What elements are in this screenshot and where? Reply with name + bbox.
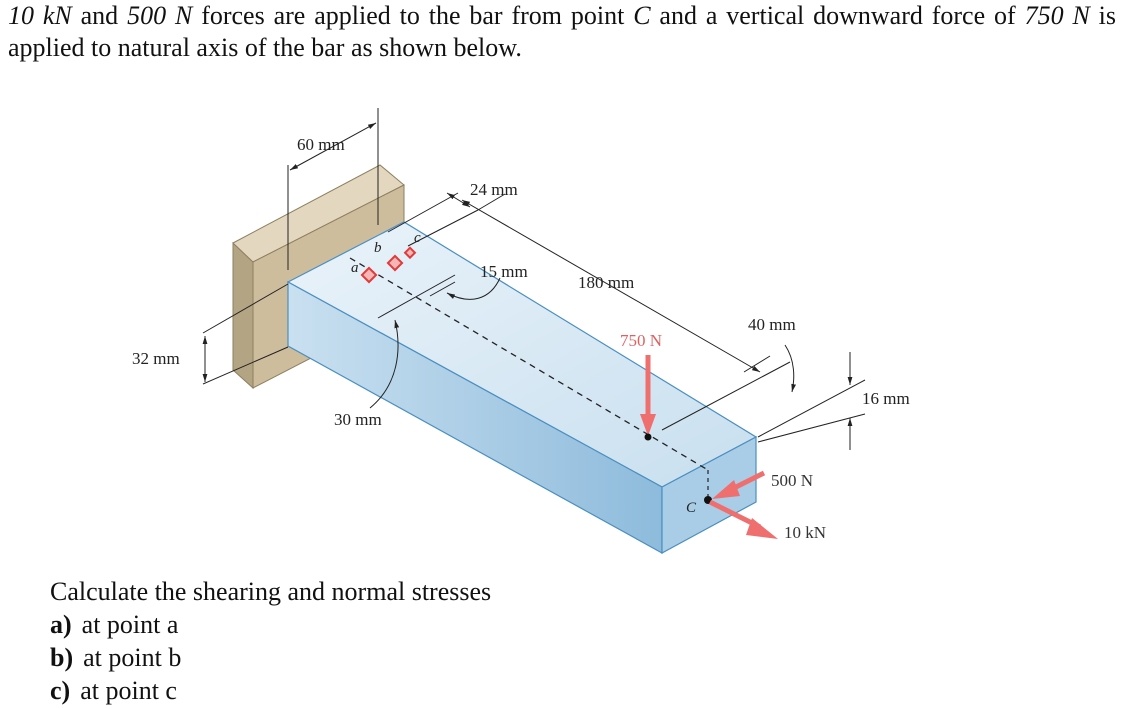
point-c-text: C bbox=[633, 1, 651, 30]
question-item-c-label: c) bbox=[50, 676, 71, 705]
point-a-label: a bbox=[351, 260, 359, 276]
question-item-b: b) at point b bbox=[50, 641, 491, 674]
dim-15mm: 15 mm bbox=[377, 262, 528, 319]
question-heading: Calculate the shearing and normal stress… bbox=[50, 577, 492, 606]
dim-40mm: 40 mm bbox=[661, 315, 797, 431]
dim-60mm-label: 60 mm bbox=[297, 135, 345, 154]
question-item-a-text: at point a bbox=[81, 610, 179, 639]
dim-60mm: 60 mm bbox=[287, 108, 379, 270]
question-item-a: a) at point a bbox=[50, 608, 491, 641]
force-750n: 750 N bbox=[620, 331, 662, 441]
dim-32mm: 32 mm bbox=[132, 283, 289, 385]
problem-statement: 10 kN and 500 N forces are applied to th… bbox=[8, 0, 1116, 64]
question-item-c-text: at point c bbox=[80, 676, 177, 705]
intro-text-1: and bbox=[71, 1, 128, 30]
force-500n: 500 N bbox=[712, 470, 813, 499]
intro-text-3: and a vertical downward force of bbox=[650, 1, 1025, 30]
force-10kn-label: 10 kN bbox=[784, 523, 826, 542]
dim-30mm-label: 30 mm bbox=[334, 410, 382, 429]
dim-16mm: 16 mm bbox=[757, 352, 910, 450]
point-c-label: c bbox=[414, 230, 421, 246]
intro-text-2: forces are applied to the bar from point bbox=[192, 1, 634, 30]
question-item-b-text: at point b bbox=[83, 643, 182, 672]
dim-32mm-label: 32 mm bbox=[132, 349, 180, 368]
point-C-label: C bbox=[686, 500, 697, 516]
force-750n-label: 750 N bbox=[620, 331, 662, 350]
force-500n-label: 500 N bbox=[771, 471, 813, 490]
force-10kn: 10 kN bbox=[708, 499, 826, 542]
bar-end-face bbox=[661, 436, 757, 555]
dim-180mm: 180 mm bbox=[461, 193, 771, 373]
intro-text-4: is applied to natural axis of the bar as… bbox=[8, 1, 1117, 62]
question-block: Calculate the shearing and normal stress… bbox=[50, 575, 491, 707]
section-points: a b c bbox=[351, 230, 421, 284]
dim-180mm-label: 180 mm bbox=[578, 273, 634, 292]
dim-16mm-label: 16 mm bbox=[862, 389, 910, 408]
point-a-marker bbox=[360, 266, 378, 284]
dim-40mm-label: 40 mm bbox=[748, 315, 796, 334]
point-c-marker bbox=[403, 246, 417, 260]
force-500n-text: 500 N bbox=[127, 1, 193, 30]
dim-24mm-label: 24 mm bbox=[470, 180, 518, 199]
dim-15mm-label: 15 mm bbox=[480, 262, 528, 281]
force-750n-application-point bbox=[644, 433, 652, 441]
point-b-marker bbox=[386, 254, 404, 272]
question-item-a-label: a) bbox=[50, 610, 72, 639]
question-item-b-label: b) bbox=[50, 643, 74, 672]
point-b-label: b bbox=[374, 240, 382, 256]
force-750n-text: 750 N bbox=[1024, 1, 1090, 30]
dim-30mm: 30 mm bbox=[334, 319, 400, 429]
force-10kn-text: 10 kN bbox=[8, 1, 72, 30]
question-item-c: c) at point c bbox=[50, 674, 491, 707]
